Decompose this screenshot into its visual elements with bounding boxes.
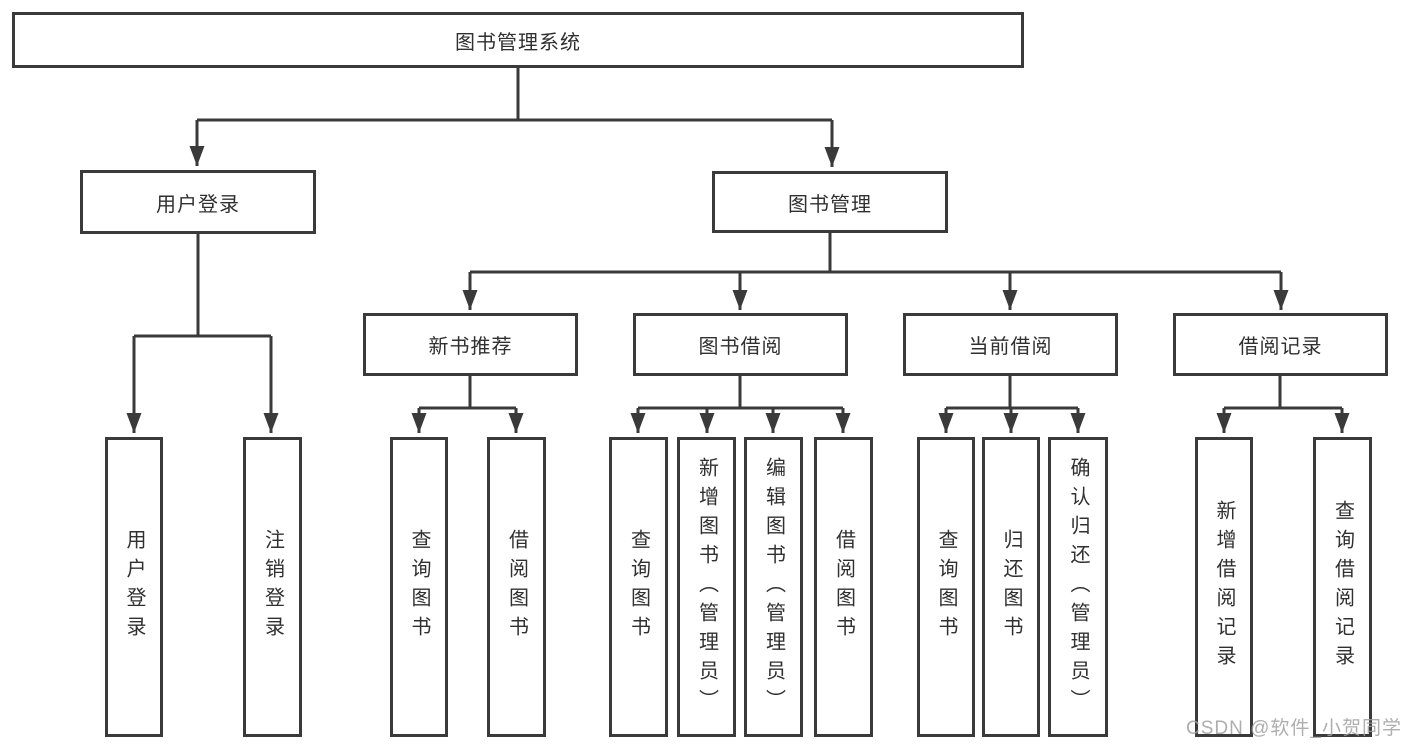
node-user-login: 用户登录	[80, 170, 316, 234]
node-root: 图书管理系统	[12, 12, 1024, 68]
node-new-book-recommend-label: 新书推荐	[428, 336, 513, 358]
node-current-borrow: 当前借阅	[903, 313, 1118, 376]
leaf-user-login-label: 用户登录	[123, 529, 145, 645]
leaf-confirm-return-admin-label: 确认归还（管理员）	[1067, 456, 1089, 718]
leaf-logout-label: 注销登录	[261, 529, 284, 645]
leaf-return-books-label: 归还图书	[1000, 529, 1022, 645]
leaf-add-borrow-record-label: 新增借阅记录	[1213, 500, 1235, 674]
node-book-borrow: 图书借阅	[633, 313, 848, 376]
leaf-query-books-current: 查询图书	[917, 437, 975, 737]
csdn-watermark: CSDN @软件_小贺同学	[1186, 718, 1402, 739]
leaf-borrow-books-recommend-label: 借阅图书	[505, 529, 528, 645]
node-book-borrow-label: 图书借阅	[698, 336, 783, 358]
node-new-book-recommend: 新书推荐	[363, 313, 578, 376]
leaf-add-borrow-record: 新增借阅记录	[1195, 437, 1253, 737]
leaf-query-books-borrow-label: 查询图书	[627, 529, 650, 645]
leaf-query-books-recommend-label: 查询图书	[408, 529, 430, 645]
leaf-query-books-recommend: 查询图书	[390, 437, 448, 737]
leaf-query-books-current-label: 查询图书	[935, 529, 957, 645]
leaf-edit-books-admin-label: 编辑图书（管理员）	[762, 456, 785, 718]
leaf-logout: 注销登录	[243, 437, 302, 737]
node-borrow-records: 借阅记录	[1173, 313, 1388, 376]
leaf-return-books: 归还图书	[982, 437, 1040, 737]
leaf-confirm-return-admin: 确认归还（管理员）	[1048, 437, 1108, 737]
node-borrow-records-label: 借阅记录	[1238, 336, 1323, 358]
leaf-query-books-borrow: 查询图书	[609, 437, 668, 737]
node-current-borrow-label: 当前借阅	[968, 336, 1053, 358]
leaf-user-login: 用户登录	[105, 437, 163, 737]
node-book-management-label: 图书管理	[788, 193, 872, 216]
node-book-management: 图书管理	[712, 171, 948, 233]
leaf-query-borrow-record-label: 查询借阅记录	[1331, 500, 1354, 674]
leaf-add-books-admin-label: 新增图书（管理员）	[695, 456, 718, 718]
leaf-query-borrow-record: 查询借阅记录	[1313, 437, 1372, 737]
leaf-edit-books-admin: 编辑图书（管理员）	[744, 437, 803, 737]
leaf-borrow-books-recommend: 借阅图书	[487, 437, 546, 737]
leaf-borrow-books-2-label: 借阅图书	[832, 529, 855, 645]
node-root-label: 图书管理系统	[455, 31, 581, 54]
leaf-borrow-books-2: 借阅图书	[814, 437, 873, 737]
leaf-add-books-admin: 新增图书（管理员）	[677, 437, 736, 737]
node-user-login-label: 用户登录	[156, 193, 240, 216]
